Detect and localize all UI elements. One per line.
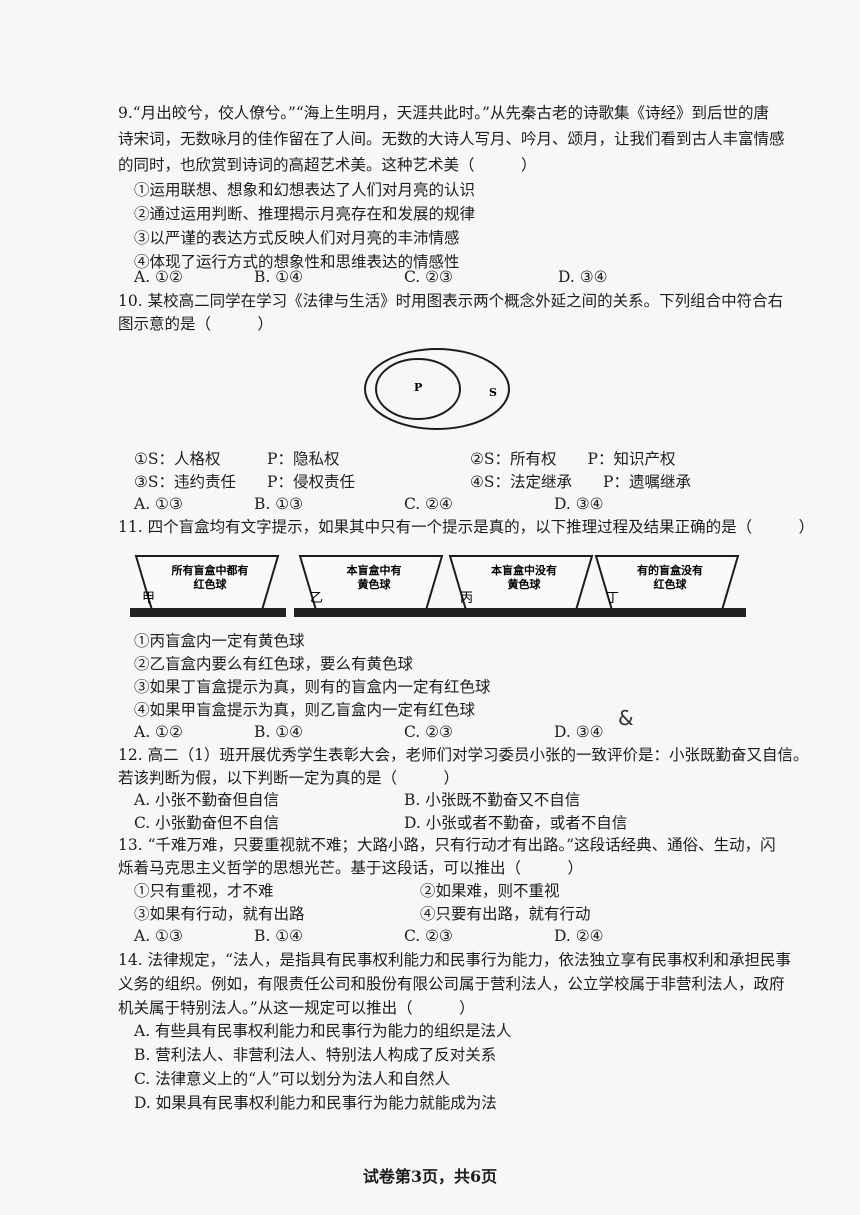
- blind-box-ding: 丁 有的盲盒没有 红色球: [590, 555, 746, 617]
- q11-choice-b[interactable]: B. ①④: [254, 723, 304, 741]
- q9-stem-line3: 的同时，也欣赏到诗词的高超艺术美。这种艺术美（ ）: [118, 156, 537, 174]
- box-ding-line1: 有的盲盒没有: [637, 563, 703, 577]
- q9-item-2: ②通过运用判断、推理揭示月亮存在和发展的规律: [134, 205, 476, 223]
- q11-choice-d[interactable]: D. ③④: [554, 723, 604, 741]
- q12-stem-line1: 12. 高二（1）班开展优秀学生表彰大会，老师们对学习委员小张的一致评价是：小张…: [118, 746, 809, 764]
- q14-stem-line2: 义务的组织。例如，有限责任公司和股份有限公司属于营利法人，公立学校属于非营利法人…: [118, 975, 785, 993]
- q12-choice-b[interactable]: B. 小张既不勤奋又不自信: [404, 791, 581, 809]
- q10-stem-line1: 10. 某校高二同学在学习《法律与生活》时用图表示两个概念外延之间的关系。下列组…: [118, 292, 784, 310]
- q11-choice-a[interactable]: A. ①②: [134, 723, 183, 741]
- box-tag-yi: 乙: [310, 591, 323, 606]
- q12-choice-c[interactable]: C. 小张勤奋但不自信: [134, 814, 280, 832]
- q10-pair-2: ②S：所有权 P：知识产权: [470, 450, 676, 468]
- venn-label-s: S: [489, 386, 497, 399]
- q14-choice-d[interactable]: D. 如果具有民事权利能力和民事行为能力就能成为法: [134, 1094, 497, 1112]
- box-jia-line2: 红色球: [194, 577, 228, 591]
- q13-choice-b[interactable]: B. ①④: [254, 927, 304, 945]
- box-yi-line1: 本盲盒中有: [347, 563, 402, 577]
- q13-stem-line2: 烁着马克思主义哲学的思想光芒。基于这段话，可以推出（ ）: [118, 859, 584, 877]
- q13-item-4: ④只要有出路，就有行动: [420, 905, 591, 923]
- box-jia-line1: 所有盲盒中都有: [172, 563, 249, 577]
- q9-choice-a[interactable]: A. ①②: [134, 268, 183, 286]
- box-tag-ding: 丁: [606, 591, 619, 606]
- box-bing-line1: 本盲盒中没有: [491, 563, 557, 577]
- q10-pair-3: ③S：违约责任 P：侵权责任: [134, 473, 355, 491]
- q13-item-3: ③如果有行动，就有出路: [134, 905, 305, 923]
- box-yi-line2: 黄色球: [358, 577, 392, 591]
- q11-choice-c[interactable]: C. ②③: [404, 723, 453, 741]
- q10-stem-line2: 图示意的是（ ）: [118, 315, 274, 333]
- q9-item-4: ④体现了运行方式的想象性和思维表达的情感性: [134, 253, 460, 271]
- q11-item-1: ①丙盲盒内一定有黄色球: [134, 632, 305, 650]
- q10-choice-a[interactable]: A. ①③: [134, 495, 183, 513]
- blind-box-figure: 甲 所有盲盒中都有 红色球 乙 本盲盒中有 黄色球 丙 本盲盒中没有 黄色球 丁…: [130, 555, 746, 617]
- box-ding-line2: 红色球: [654, 577, 688, 591]
- q14-stem-line3: 机关属于特别法人。”从这一规定可以推出（ ）: [118, 999, 475, 1017]
- q13-item-2: ②如果难，则不重视: [420, 882, 560, 900]
- q13-item-1: ①只有重视，才不难: [134, 882, 274, 900]
- q9-choice-c[interactable]: C. ②③: [404, 268, 453, 286]
- q12-stem-line2: 若该判断为假，以下判断一定为真的是（ ）: [118, 769, 460, 787]
- q10-pair-1: ①S：人格权 P：隐私权: [134, 450, 340, 468]
- handwritten-mark-icon: &: [618, 706, 634, 730]
- q12-choice-a[interactable]: A. 小张不勤奋但自信: [134, 791, 280, 809]
- page-footer: 试卷第3页，共6页: [362, 1167, 498, 1186]
- q10-choice-c[interactable]: C. ②④: [404, 495, 453, 513]
- q11-item-3: ③如果丁盲盒提示为真，则有的盲盒内一定有红色球: [134, 678, 491, 696]
- q14-choice-c[interactable]: C. 法律意义上的“人”可以划分为法人和自然人: [134, 1070, 451, 1088]
- q9-choice-b[interactable]: B. ①④: [254, 268, 304, 286]
- blind-box-jia: 甲 所有盲盒中都有 红色球: [130, 555, 286, 617]
- q10-choice-b[interactable]: B. ①③: [254, 495, 304, 513]
- q10-choice-d[interactable]: D. ③④: [554, 495, 604, 513]
- q13-choice-d[interactable]: D. ②④: [554, 927, 604, 945]
- q13-stem-line1: 13. “千难万难，只要重视就不难；大路小路，只有行动才有出路。”这段话经典、通…: [118, 836, 776, 854]
- q13-choice-a[interactable]: A. ①③: [134, 927, 183, 945]
- q12-choice-d[interactable]: D. 小张或者不勤奋，或者不自信: [404, 814, 628, 832]
- q9-choice-d[interactable]: D. ③④: [558, 268, 608, 286]
- box-tag-jia: 甲: [142, 591, 155, 606]
- blind-box-yi: 乙 本盲盒中有 黄色球: [294, 555, 450, 617]
- q9-item-1: ①运用联想、想象和幻想表达了人们对月亮的认识: [134, 181, 476, 199]
- q13-choice-c[interactable]: C. ②③: [404, 927, 453, 945]
- venn-outer-ellipse: [364, 348, 510, 430]
- q14-choice-b[interactable]: B. 营利法人、非营利法人、特别法人构成了反对关系: [134, 1046, 497, 1064]
- q11-item-4: ④如果甲盲盒提示为真，则乙盲盒内一定有红色球: [134, 701, 476, 719]
- q9-stem-line1: 9.“月出皎兮，佼人僚兮。”“海上生明月，天涯共此时。”从先秦古老的诗歌集《诗经…: [118, 104, 769, 122]
- q10-pair-4: ④S：法定继承 P：遗嘱继承: [470, 473, 691, 491]
- venn-label-p: P: [414, 381, 422, 394]
- q9-item-3: ③以严谨的表达方式反映人们对月亮的丰沛情感: [134, 229, 460, 247]
- q9-stem-line2: 诗宋词，无数咏月的佳作留在了人间。无数的大诗人写月、吟月、颂月，让我们看到古人丰…: [118, 130, 785, 148]
- q11-item-2: ②乙盲盒内要么有红色球，要么有黄色球: [134, 655, 414, 673]
- q11-stem-line1: 11. 四个盲盒均有文字提示，如果其中只有一个提示是真的，以下推理过程及结果正确…: [118, 518, 815, 536]
- venn-inner-ellipse: [375, 358, 461, 420]
- q14-choice-a[interactable]: A. 有些具有民事权利能力和民事行为能力的组织是法人: [134, 1022, 512, 1040]
- box-bing-line2: 黄色球: [508, 577, 542, 591]
- q14-stem-line1: 14. 法律规定，“法人，是指具有民事权利能力和民事行为能力，依法独立享有民事权…: [118, 951, 792, 969]
- box-tag-bing: 丙: [460, 591, 473, 606]
- blind-box-bing: 丙 本盲盒中没有 黄色球: [444, 555, 600, 617]
- venn-diagram: P S: [364, 348, 510, 430]
